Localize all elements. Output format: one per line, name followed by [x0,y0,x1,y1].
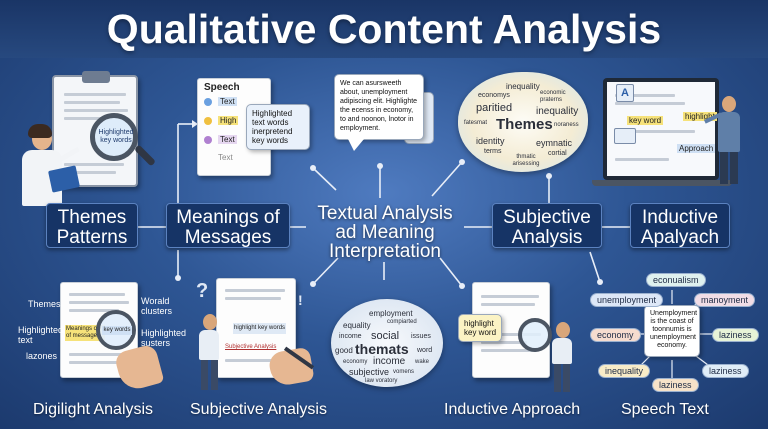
meanings-label: Meanings of Messages [166,203,290,248]
cloud-bottom-word: good [335,346,353,355]
cloud-top-word: Themes [496,116,553,133]
bottom-label-speech: Speech Text [621,401,709,418]
subjective-chip-2: Subjective Analysis [225,344,277,350]
laptop-base [592,180,732,186]
speech-row-3: Text [218,153,233,162]
key-words-chip: key words [102,326,132,335]
exclamation-icon: ! [298,292,303,308]
speech-callout: Highlighted text words inerpretend key w… [246,104,310,150]
inductive-magnifier-icon [518,318,552,352]
cloud-bottom-word: vomens [393,369,415,375]
chat-bubble-text: We can asursweeth about, unemployment ad… [340,80,418,132]
cloud-bottom-word: wake [415,359,430,365]
cloud-top-word: economic praterns [540,90,566,103]
cloud-bottom-word: law voratory [365,378,398,384]
side-word-susters: Highlighted susters [141,328,187,348]
cloud-bottom-word: income [373,356,406,367]
side-word-highlighted: Highlighted text [18,325,64,345]
mindmap-node: manoyment [694,293,756,307]
meanings-label-line2: Messages [184,227,272,248]
subjective-label: Subjective Analysis [492,203,602,248]
mindmap-center: Unemployment is the coast of toonnumis i… [644,305,700,357]
mindmap-node: inequality [598,364,651,378]
cloud-top-word: noraness [554,122,579,128]
bottom-label-inductive: Inductive Approach [444,401,581,418]
title-bar [0,0,768,58]
cloud-bottom-word: issues [411,333,431,340]
center-line3: Interpretation [329,241,441,262]
laptop-highlight-3: Approach [677,144,716,153]
mindmap-node: laziness [652,378,699,392]
cloud-top-word: paritied [476,102,513,114]
inductive-note: highlight key word [458,314,502,342]
center-topic: Textual Analysis ad Meaning Interpretati… [306,204,464,261]
cloud-bottom-word: themats [355,341,409,357]
bottom-left-magnifier-icon: key words [96,310,136,350]
speech-row-1: High [218,116,239,125]
cloud-bottom-word: equality [343,321,371,330]
mindmap-node: laziness [712,328,759,342]
cloud-bottom-word: word [417,347,433,354]
mindmap-node: econualism [646,273,706,287]
subjective-chip-1: highlight key words [233,323,287,334]
themes-label-line1: Themes [57,207,127,228]
meanings-label-line1: Meanings of [176,207,280,228]
subjective-label-line1: Subjective [503,207,591,228]
themes-patterns-label: Themes Patterns [46,203,138,248]
cloud-top-word: economys [478,92,510,99]
bottom-label-digilight: Digilight Analysis [33,401,154,418]
cloud-bottom-word: compiarted [387,319,417,325]
mindmap-node: laziness [702,364,749,378]
cloud-top-word: inequality [536,106,579,117]
cloud-top-word: thmatic arisessing [512,154,540,167]
cloud-top-word: terms [484,148,502,155]
center-line1: Textual Analysis [317,203,453,224]
subjective-label-line2: Analysis [511,227,583,248]
inductive-label-line2: Apalyach [640,227,720,248]
side-word-themes: Themes [28,299,61,309]
inductive-label: Inductive Apalyach [630,203,730,248]
speech-row: Text High Text Text [204,97,264,167]
inductive-label-line1: Inductive [641,207,719,228]
magnifier-text: Highlighted key words [98,129,134,144]
side-word-lazones: lazones [26,351,58,361]
cloud-top-word: cortial [548,150,567,157]
cloud-top-word: fatesmat [464,120,488,126]
question-mark-icon: ? [196,280,209,302]
cloud-top-word: inequality [506,82,540,91]
themes-label-line2: Patterns [56,227,128,248]
cloud-top-word: identity [476,136,505,146]
meanings-chip: Meanings of of messages [65,325,105,341]
page-title: Qualitative Content Analysis [106,6,662,52]
mindmap-node: unemployment [590,293,664,307]
laptop-highlight-1: key word [627,116,664,125]
cloud-bottom-word: economy [343,359,368,365]
themes-word-cloud: inequality economys economic praterns pa… [458,72,588,172]
cloud-top-word: eymnatic [536,138,573,148]
laptop-highlight-2: highlight [683,112,717,121]
cloud-bottom-word: income [339,333,362,340]
chat-bubble-tail [348,139,364,151]
mindmap-node: economy [590,328,641,342]
document-icon: A [616,84,634,102]
cloud-bottom-word: social [371,330,400,342]
social-word-cloud: employment equality compiarted income so… [331,299,443,387]
bottom-label-subjective: Subjective Analysis [190,401,327,418]
speech-row-0: Text [218,97,237,106]
speech-heading: Speech [204,82,240,93]
cloud-bottom-word: subjective [349,367,390,377]
side-word-clusters: Worald clusters [141,296,173,316]
magnifier-icon: Highlighted key words [90,113,138,161]
speech-row-2: Text [218,135,237,144]
chat-bubble: We can asursweeth about, unemployment ad… [334,74,424,140]
cloud-bottom-word: employment [369,309,413,318]
center-line2: ad Meaning [335,222,435,243]
user-card-icon [614,128,636,144]
